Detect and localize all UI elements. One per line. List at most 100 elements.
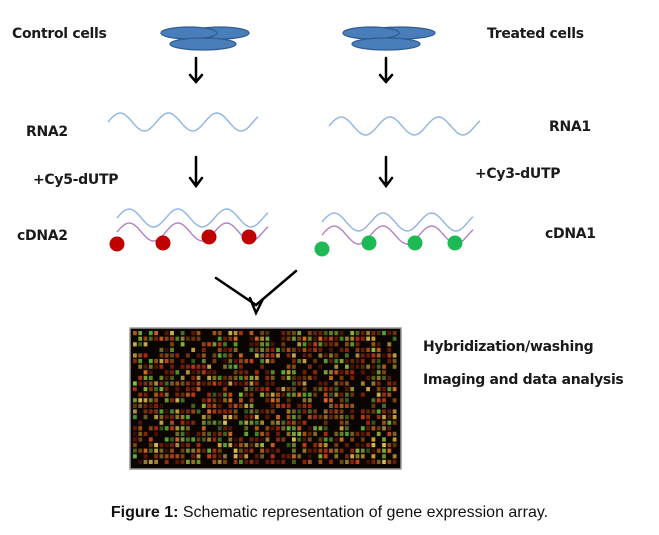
array-spot [286, 387, 291, 392]
array-spot [270, 459, 275, 464]
array-spot [148, 381, 153, 386]
array-spot [233, 331, 238, 336]
array-spot [292, 353, 296, 358]
array-spot [302, 375, 307, 380]
array-spot [387, 448, 392, 453]
treated-cells-icon [342, 26, 436, 51]
array-spot [313, 443, 317, 448]
array-spot [334, 431, 339, 436]
array-spot [212, 420, 217, 425]
array-spot [196, 364, 201, 369]
array-spot [217, 454, 222, 459]
array-spot [334, 342, 339, 347]
array-spot [297, 359, 302, 364]
array-spot [392, 443, 397, 448]
array-spot [207, 392, 211, 397]
array-spot [191, 409, 196, 414]
array-spot [207, 437, 211, 442]
array-spot [191, 448, 196, 453]
array-spot [345, 387, 349, 392]
caption-text: Schematic representation of gene express… [178, 504, 549, 521]
array-spot [323, 420, 328, 425]
array-spot [196, 443, 201, 448]
array-spot [366, 448, 370, 453]
array-spot [307, 448, 312, 453]
array-spot [254, 370, 259, 375]
array-spot [371, 448, 376, 453]
array-spot [164, 381, 169, 386]
array-spot [217, 448, 222, 453]
array-spot [286, 426, 291, 431]
array-spot [159, 347, 164, 352]
array-spot [217, 336, 222, 341]
array-spot [244, 420, 249, 425]
array-spot [270, 454, 275, 459]
array-spot [387, 409, 392, 414]
array-spot [207, 409, 211, 414]
rna1-strand [328, 116, 481, 136]
array-spot [212, 381, 217, 386]
array-spot [292, 370, 296, 375]
array-spot [191, 370, 196, 375]
array-spot [376, 409, 381, 414]
array-spot [270, 347, 275, 352]
array-spot [191, 331, 196, 336]
array-spot [239, 381, 243, 386]
array-spot [148, 370, 153, 375]
array-spot [201, 381, 206, 386]
array-spot [201, 448, 206, 453]
array-spot [164, 353, 169, 358]
array-spot [180, 443, 185, 448]
array-spot [249, 342, 254, 347]
array-spot [191, 437, 196, 442]
array-spot [148, 443, 153, 448]
array-spot [223, 426, 227, 431]
array-spot [138, 426, 143, 431]
array-spot [302, 398, 307, 403]
array-spot [180, 431, 185, 436]
array-spot [180, 342, 185, 347]
array-spot [371, 443, 376, 448]
array-spot [196, 331, 201, 336]
array-spot [360, 370, 365, 375]
array-spot [292, 409, 296, 414]
array-spot [154, 364, 158, 369]
array-spot [307, 459, 312, 464]
array-spot [233, 437, 238, 442]
array-spot [164, 359, 169, 364]
array-spot [148, 459, 153, 464]
array-spot [138, 420, 143, 425]
array-spot [170, 353, 174, 358]
array-spot [154, 443, 158, 448]
array-spot [143, 381, 148, 386]
array-spot [329, 331, 333, 336]
array-spot [154, 336, 158, 341]
array-spot [286, 415, 291, 420]
array-spot [249, 415, 254, 420]
array-spot [180, 454, 185, 459]
array-spot [329, 459, 333, 464]
array-spot [297, 420, 302, 425]
array-spot [170, 331, 174, 336]
array-spot [339, 426, 344, 431]
array-spot [254, 415, 259, 420]
array-spot [323, 342, 328, 347]
array-spot [175, 336, 180, 341]
array-spot [191, 381, 196, 386]
cy5-dye-dot [241, 229, 257, 245]
array-spot [318, 347, 323, 352]
array-spot [159, 381, 164, 386]
array-spot [159, 375, 164, 380]
array-spot [201, 353, 206, 358]
array-spot [233, 409, 238, 414]
array-spot [191, 336, 196, 341]
array-spot [376, 375, 381, 380]
array-spot [318, 336, 323, 341]
array-spot [191, 403, 196, 408]
array-spot [286, 409, 291, 414]
array-spot [387, 375, 392, 380]
array-spot [323, 370, 328, 375]
array-spot [376, 431, 381, 436]
array-spot [228, 336, 233, 341]
array-spot [307, 409, 312, 414]
